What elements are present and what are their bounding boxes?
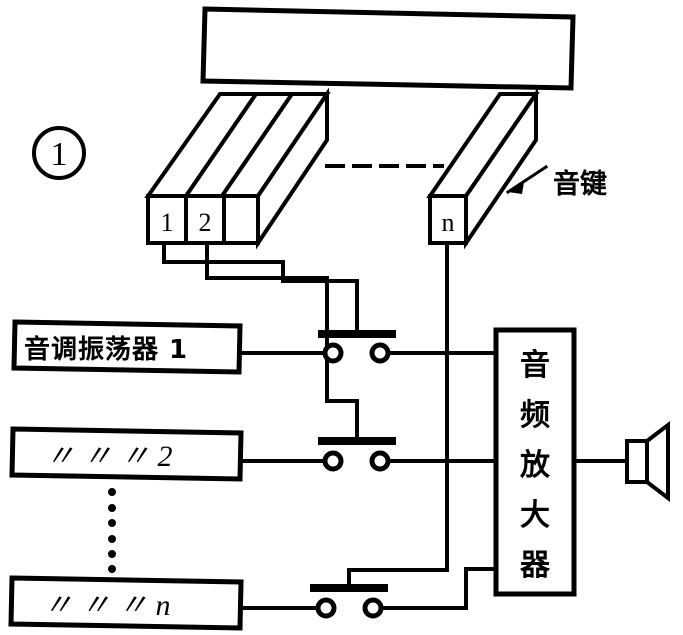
wire-key2-to-switch2 xyxy=(205,243,359,438)
svg-text:频: 频 xyxy=(520,398,550,433)
audio-amplifier-box[interactable] xyxy=(493,327,577,597)
oscillator-box-1[interactable] xyxy=(11,319,243,375)
switch-n-bar[interactable] xyxy=(310,584,388,592)
oscillator-box-2[interactable] xyxy=(9,426,244,482)
oscillator-list-ellipsis xyxy=(108,488,116,573)
switch-1-bar[interactable] xyxy=(318,330,396,338)
key-label-2: 2 xyxy=(199,208,212,237)
svg-text:器: 器 xyxy=(519,548,551,583)
key-bar-group-bottom xyxy=(222,194,260,245)
oscillator-label-2: 〃 〃 〃 2 xyxy=(45,440,173,473)
wire-switchn-to-amp xyxy=(381,567,496,610)
annotation-leader-line xyxy=(505,164,549,195)
figure-number-circle xyxy=(32,126,86,180)
keyboard-rail xyxy=(200,6,576,91)
switch-1-contact-right[interactable] xyxy=(369,342,391,364)
switch-2-contact-right[interactable] xyxy=(369,450,391,472)
switch-n-contact-left[interactable] xyxy=(315,597,337,619)
switch-2-bar[interactable] xyxy=(318,437,396,445)
speaker-cone-body xyxy=(625,439,649,484)
annotation-arrowhead xyxy=(508,182,524,194)
key-face-1[interactable] xyxy=(146,194,188,245)
wire-key1-to-switch1 xyxy=(162,243,359,331)
speaker-horn xyxy=(645,420,670,503)
oscillator-label-n: 〃 〃 〃 n xyxy=(43,589,171,622)
key-label-1: 1 xyxy=(161,208,174,237)
svg-text:音: 音 xyxy=(520,348,550,383)
svg-text:大: 大 xyxy=(520,498,550,533)
svg-text:放: 放 xyxy=(519,448,551,483)
oscillator-label-1: 音调振荡器 1 xyxy=(24,334,188,365)
switch-2-contact-left[interactable] xyxy=(322,450,344,472)
annotation-label: 音键 xyxy=(553,168,607,200)
oscillator-box-n[interactable] xyxy=(8,575,244,631)
key-label-n: n xyxy=(442,208,455,237)
audio-amplifier-label: 音 频 放 大 器 xyxy=(519,348,551,583)
switch-n-contact-right[interactable] xyxy=(362,597,384,619)
switch-1-contact-left[interactable] xyxy=(322,342,344,364)
figure-number: 1 xyxy=(51,136,68,173)
wire-keyn-to-switchn xyxy=(347,243,449,585)
